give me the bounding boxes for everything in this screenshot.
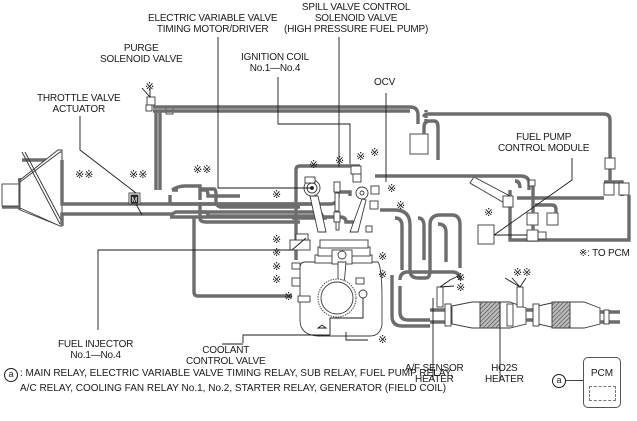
purge-solenoid-valve [141,87,420,190]
svg-text:※: ※ [272,233,281,246]
exhaust-system [380,208,620,329]
svg-text:※: ※ [335,154,344,167]
air-cleaner [1,149,63,227]
leader-lines [79,37,501,381]
motor-symbol: M [132,197,138,204]
label-evvt-motor: ELECTRIC VARIABLE VALVE TIMING MOTOR/DRI… [148,13,278,35]
pcm-title: PCM [590,368,614,379]
svg-text:※: ※ [378,268,387,281]
svg-text:※※: ※※ [75,168,93,181]
pcm-connector-line [566,380,583,381]
svg-text:※: ※ [272,188,281,201]
svg-text:※: ※ [484,206,493,219]
legend-line-1: a: MAIN RELAY, ELECTRIC VARIABLE VALVE T… [4,367,453,382]
svg-text:※: ※ [272,260,281,273]
throttle-valve-actuator: M [128,192,143,216]
svg-text:※: ※ [456,281,465,294]
label-fuel-injector: FUEL INJECTOR No.1—No.4 [58,339,134,361]
svg-text:※: ※ [309,158,318,171]
legend-line-2: A/C RELAY, COOLING FAN RELAY No.1, No.2,… [4,382,453,395]
svg-text:※※: ※※ [513,266,531,279]
label-ignition-coil: IGNITION COIL No.1—No.4 [241,52,309,74]
svg-text:※: ※ [272,246,281,259]
label-to-pcm: ※: TO PCM [579,248,630,259]
svg-text:※: ※ [378,250,387,263]
label-af-sensor: A/F SENSOR HEATER [405,363,464,385]
fuel-pump-system [375,158,631,245]
pcm-inner-dashed [589,386,616,401]
pcm-box: PCM [583,357,621,408]
engine [242,164,383,343]
svg-text:※: ※ [356,150,365,163]
canister [409,110,440,160]
label-throttle-actuator: THROTTLE VALVE ACTUATOR [37,93,121,115]
label-ocv: OCV [374,77,396,88]
pcm-connector-symbol: a [552,374,566,388]
label-coolant-valve: COOLANT CONTROL VALVE [186,345,266,367]
svg-text:※: ※ [284,290,293,303]
fuel-line-upper [422,112,630,196]
label-spill-valve: SPILL VALVE CONTROL SOLENOID VALVE (HIGH… [284,2,429,35]
left-piping [192,218,292,298]
label-purge-valve: PURGE SOLENOID VALVE [100,43,183,65]
svg-text:※※: ※※ [129,168,147,181]
legend-symbol: a [4,368,18,382]
intake-duct [60,160,360,226]
svg-text:※: ※ [145,80,154,93]
legend-text-1: : MAIN RELAY, ELECTRIC VARIABLE VALVE TI… [20,368,453,379]
svg-text:※: ※ [387,182,396,195]
svg-text:※※: ※※ [193,163,211,176]
svg-text:※: ※ [456,271,465,284]
svg-text:※: ※ [378,333,387,346]
legend: a: MAIN RELAY, ELECTRIC VARIABLE VALVE T… [4,367,453,395]
svg-text:※: ※ [272,273,281,286]
label-ho2s: HO2S HEATER [485,363,524,385]
label-fuel-pump-module: FUEL PUMP CONTROL MODULE [498,132,590,154]
svg-text:※: ※ [396,199,405,212]
legend-text-2: A/C RELAY, COOLING FAN RELAY No.1, No.2,… [20,383,447,394]
to-pcm-markers: ※※ ※※ ※※ ※ ※ ※ ※ ※ ※ ※ ※ ※ ※ ※ ※ ※ ※ ※ ※… [75,80,531,346]
svg-text:※: ※ [370,146,379,159]
